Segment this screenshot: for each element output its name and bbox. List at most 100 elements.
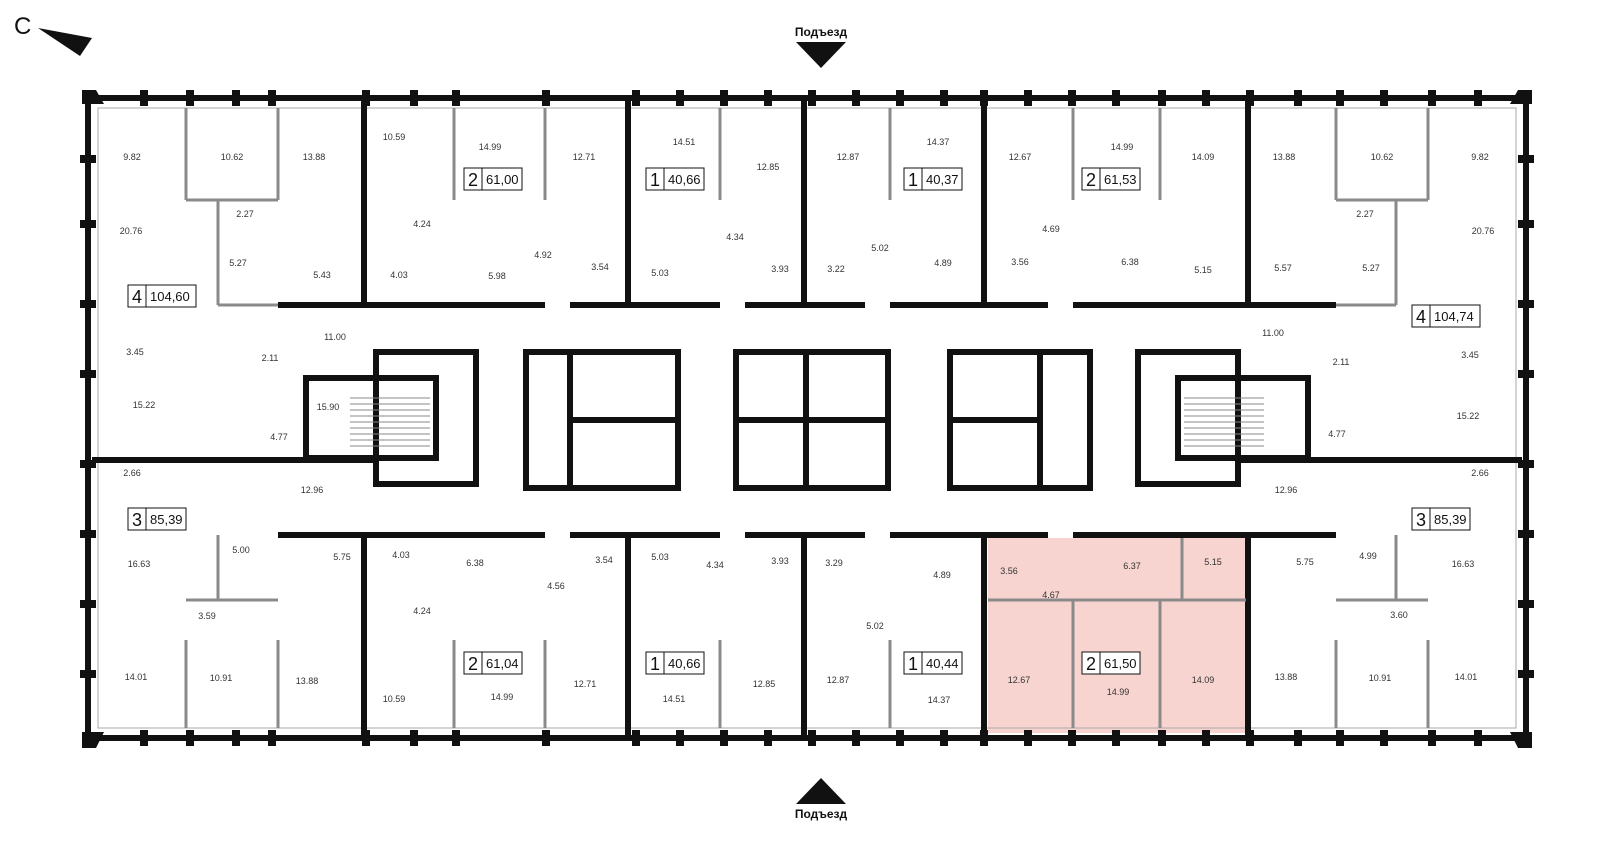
room-area-label: 3.93 — [771, 264, 789, 274]
pier-bottom — [1158, 730, 1166, 746]
pier-bottom — [410, 730, 418, 746]
room-area-label: 14.99 — [1107, 687, 1130, 697]
corner-blocks — [82, 90, 1532, 748]
apartment-area: 61,53 — [1104, 172, 1137, 187]
room-area-label: 10.62 — [1371, 152, 1394, 162]
pier-bottom — [764, 730, 772, 746]
room-area-label: 14.99 — [479, 142, 502, 152]
room-area-label: 3.45 — [126, 347, 144, 357]
pier-bottom — [1294, 730, 1302, 746]
room-area-label: 10.91 — [1369, 673, 1392, 683]
highlighted-apartment[interactable] — [988, 538, 1246, 733]
pier-top — [808, 90, 816, 106]
room-area-label: 3.56 — [1000, 566, 1018, 576]
room-area-label: 5.02 — [866, 621, 884, 631]
pier-top — [720, 90, 728, 106]
room-area-label: 4.03 — [390, 270, 408, 280]
pier-left — [80, 600, 96, 608]
pier-bottom — [676, 730, 684, 746]
room-area-label: 3.56 — [1011, 257, 1029, 267]
pier-left — [80, 220, 96, 228]
room-area-label: 6.38 — [466, 558, 484, 568]
pier-top — [1068, 90, 1076, 106]
room-area-label: 5.43 — [313, 270, 331, 280]
room-area-label: 14.37 — [928, 695, 951, 705]
entrance-top[interactable]: Подъезд — [795, 25, 848, 68]
pier-left — [80, 370, 96, 378]
apartment-rooms: 1 — [650, 170, 660, 190]
room-area-label: 11.00 — [324, 332, 346, 342]
pier-top — [940, 90, 948, 106]
pier-bottom — [896, 730, 904, 746]
room-area-label: 3.60 — [1390, 610, 1408, 620]
stairwell-right — [1135, 349, 1311, 487]
room-area-label: 4.24 — [413, 606, 431, 616]
pier-top — [1428, 90, 1436, 106]
stairwell-left — [303, 349, 479, 487]
apartment-area: 61,04 — [486, 656, 519, 671]
room-area-label: 15.22 — [133, 400, 156, 410]
room-area-label: 12.96 — [301, 485, 324, 495]
entrance-bottom[interactable]: Подъезд — [795, 778, 848, 821]
room-area-label: 14.01 — [1455, 672, 1478, 682]
apartment-rooms: 2 — [468, 170, 478, 190]
badge-frame — [903, 651, 963, 675]
room-area-label: 4.77 — [1328, 429, 1346, 439]
badge-frame — [127, 507, 187, 531]
pier-top — [1474, 90, 1482, 106]
room-area-label: 14.09 — [1192, 675, 1215, 685]
apartment-rooms: 2 — [1086, 654, 1096, 674]
room-area-label: 5.00 — [232, 545, 250, 555]
room-area-label: 14.01 — [125, 672, 148, 682]
pier-bottom — [1112, 730, 1120, 746]
room-area-label: 4.24 — [413, 219, 431, 229]
room-area-label: 9.82 — [1471, 152, 1489, 162]
room-area-label: 3.29 — [825, 558, 843, 568]
room-area-label: 2.66 — [1471, 468, 1489, 478]
apartment-badge[interactable]: 4 104,74 — [1411, 304, 1481, 328]
room-area-label: 3.54 — [595, 555, 613, 565]
pier-top — [764, 90, 772, 106]
pier-left — [80, 670, 96, 678]
pier-top — [140, 90, 148, 106]
apartment-rooms: 1 — [908, 170, 918, 190]
apartment-area: 61,50 — [1104, 656, 1137, 671]
apartment-area: 104,74 — [1434, 309, 1474, 324]
room-area-label: 14.37 — [927, 137, 950, 147]
pier-right — [1518, 300, 1534, 308]
pier-bottom — [140, 730, 148, 746]
pier-right — [1518, 530, 1534, 538]
room-area-label: 3.45 — [1461, 350, 1479, 360]
pier-bottom — [542, 730, 550, 746]
pier-top — [676, 90, 684, 106]
pier-top — [1112, 90, 1120, 106]
badge-frame — [463, 651, 523, 675]
room-area-label: 3.54 — [591, 262, 609, 272]
interior-partitions — [184, 108, 1430, 728]
apartment-rooms: 4 — [1416, 307, 1426, 327]
pier-top — [1294, 90, 1302, 106]
room-area-label: 12.71 — [574, 679, 597, 689]
room-area-label: 2.11 — [262, 353, 279, 363]
room-area-label: 15.90 — [317, 402, 340, 412]
room-area-label: 5.75 — [1296, 557, 1314, 567]
room-area-label: 16.63 — [1452, 559, 1475, 569]
north-label: С — [14, 13, 31, 40]
room-area-label: 15.22 — [1457, 411, 1480, 421]
room-area-label: 4.34 — [706, 560, 724, 570]
pier-left — [80, 460, 96, 468]
room-area-label: 5.03 — [651, 552, 669, 562]
pier-left — [80, 530, 96, 538]
